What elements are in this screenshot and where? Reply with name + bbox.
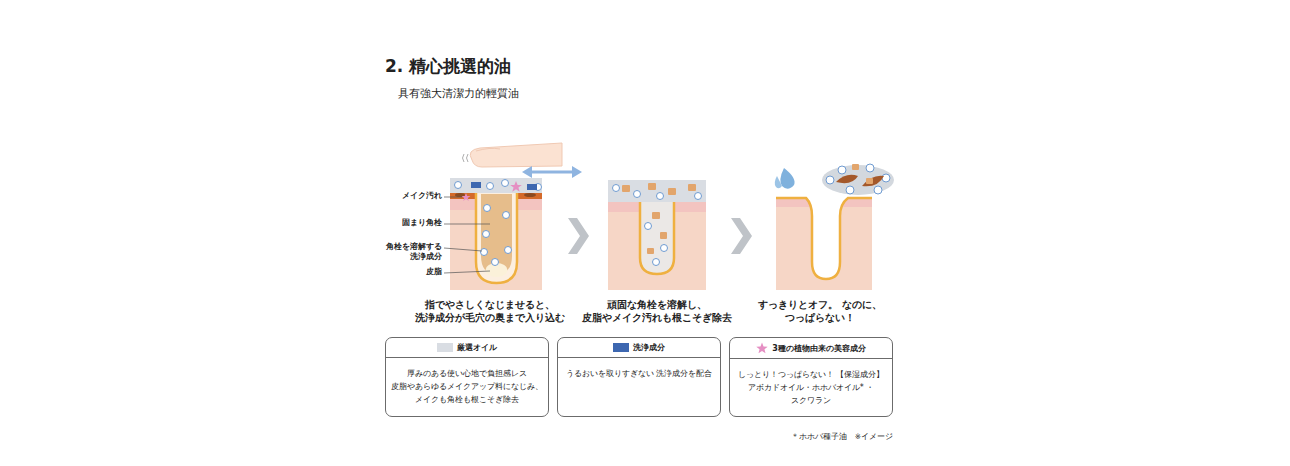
part-label: メイク汚れ xyxy=(372,191,442,200)
box-header: 3種の植物由来の美容成分 xyxy=(730,338,892,359)
ingredient-box: 厳選オイル厚みのある使い心地で負担感レス 皮脂やあらゆるメイクアップ料になじみ、… xyxy=(385,337,549,417)
rub-arrow xyxy=(522,166,582,178)
color-swatch xyxy=(437,343,453,352)
box-body: 厚みのある使い心地で負担感レス 皮脂やあらゆるメイクアップ料になじみ、 メイクも… xyxy=(386,358,548,412)
box-title: 厳選オイル xyxy=(457,342,497,353)
star-swatch xyxy=(756,342,768,354)
page-title: 2. 精心挑選的油 xyxy=(385,55,511,78)
color-swatch xyxy=(613,343,629,352)
leader-lines xyxy=(444,197,490,273)
subtitle: 具有強大清潔力的輕質油 xyxy=(398,87,658,101)
step-caption: すっきりとオフ。 なのに、つっぱらない！ xyxy=(734,298,906,325)
removed-dirt xyxy=(822,164,894,195)
part-label: 皮脂 xyxy=(372,267,442,276)
part-label: 角栓を溶解する 洗浄成分 xyxy=(372,242,442,262)
box-header: 洗浄成分 xyxy=(558,338,720,358)
footnote: ＊ホホバ種子油 ※イメージ xyxy=(690,432,893,441)
panel-before xyxy=(450,178,542,290)
step-caption: 頑固な角栓を溶解し、 皮脂やメイク汚れも根こそぎ除去 xyxy=(571,298,743,325)
ingredient-box: 3種の植物由来の美容成分しっとり！つっぱらない！ 【保湿成分】 アボカドオイル・… xyxy=(729,337,893,417)
box-body: しっとり！つっぱらない！ 【保湿成分】 アボカドオイル・ホホバオイル* ・スクワ… xyxy=(730,359,892,413)
part-label: 固まり角栓 xyxy=(372,218,442,227)
step-chevron xyxy=(568,218,589,254)
panel-dissolving xyxy=(608,180,706,290)
panel-clean xyxy=(775,164,894,290)
box-title: 洗浄成分 xyxy=(633,342,665,353)
box-title: 3種の植物由来の美容成分 xyxy=(772,343,866,354)
box-body: うるおいを取りすぎない 洗浄成分を配合 xyxy=(558,358,720,387)
box-header: 厳選オイル xyxy=(386,338,548,358)
finger xyxy=(463,143,563,167)
ingredient-box: 洗浄成分うるおいを取りすぎない 洗浄成分を配合 xyxy=(557,337,721,417)
step-chevron xyxy=(731,218,752,254)
step-caption: 指でやさしくなじませると、 洗浄成分が毛穴の奥まで入り込む xyxy=(404,298,576,325)
